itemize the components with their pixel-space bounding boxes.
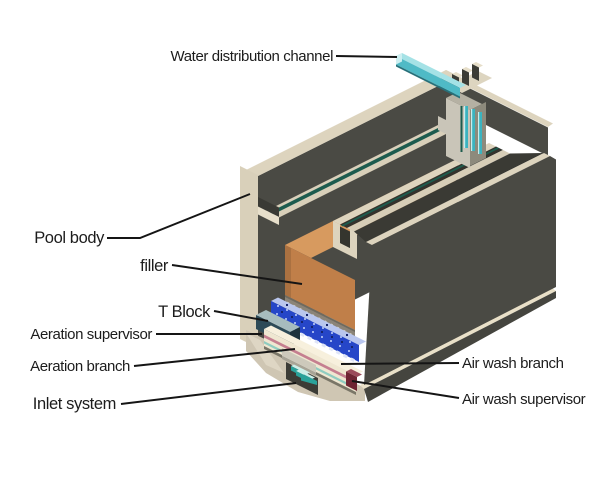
groove-step bbox=[258, 206, 279, 225]
weir-fin-top bbox=[472, 62, 483, 68]
pool-left-cut-face bbox=[240, 166, 279, 348]
leader-pool-body bbox=[107, 193, 251, 239]
trough-right-rim bbox=[347, 150, 510, 232]
down-pipe-highlight bbox=[464, 106, 466, 148]
label-water-channel: Water distribution channel bbox=[171, 48, 334, 65]
inlet-chute bbox=[282, 348, 316, 373]
filler-edge-shade bbox=[285, 245, 291, 298]
t-block-top bbox=[256, 310, 300, 332]
channel-underline bbox=[396, 64, 460, 99]
leader-air-wash-supervisor bbox=[351, 380, 460, 399]
leader-water-channel bbox=[335, 55, 398, 58]
down-pipe bbox=[478, 112, 482, 154]
aeration-layer-top bbox=[271, 297, 366, 345]
aeration-speckles bbox=[276, 305, 351, 352]
aeration-speckles-dark bbox=[281, 304, 353, 348]
weir-fin bbox=[472, 64, 479, 81]
label-aeration-branch: Aeration branch bbox=[30, 358, 130, 375]
aeration-branch-pipe bbox=[264, 334, 356, 384]
trough-left-rim bbox=[333, 143, 496, 225]
inlet-pipe-top bbox=[296, 369, 315, 379]
end-wall-inner-face bbox=[441, 74, 548, 156]
leader-inlet-system bbox=[120, 382, 297, 405]
channel-front bbox=[396, 56, 460, 97]
leader-filler bbox=[171, 264, 303, 285]
trough-water-line bbox=[341, 147, 499, 227]
filler-cut-face bbox=[285, 245, 355, 330]
label-pool-body: Pool body bbox=[34, 229, 105, 247]
leader-t-block bbox=[213, 310, 269, 322]
label-inlet-system: Inlet system bbox=[33, 395, 116, 413]
left-cut-face bbox=[240, 166, 258, 348]
base-slab-dark-band bbox=[364, 291, 556, 402]
inlet-system bbox=[282, 348, 318, 395]
trough-cut-face bbox=[333, 221, 357, 259]
down-pipe-highlight bbox=[471, 109, 473, 151]
inlet-chute-edge bbox=[282, 356, 316, 376]
channel-top bbox=[396, 53, 466, 88]
pipe-slab-top bbox=[264, 325, 363, 375]
trough-cut-interior bbox=[340, 226, 350, 248]
water-distribution-channel bbox=[396, 53, 466, 99]
channel-water-line bbox=[264, 121, 456, 217]
labels: Water distribution channel Pool body fil… bbox=[30, 48, 586, 413]
downpipe-shadow bbox=[460, 106, 463, 152]
trough-wall bbox=[333, 143, 544, 259]
inlet-pipe bbox=[301, 374, 317, 385]
air-wash-header-face bbox=[346, 371, 357, 391]
weir-fin-top bbox=[452, 72, 463, 78]
trough-wall-gap bbox=[354, 153, 544, 242]
label-t-block: T Block bbox=[158, 303, 211, 321]
back-wall-top-rim bbox=[246, 70, 458, 176]
pool-front-wall bbox=[364, 153, 556, 385]
tower-step bbox=[438, 116, 446, 134]
leader-lines bbox=[107, 55, 460, 405]
channel-end-cap bbox=[396, 53, 402, 65]
inlet-pipe-top bbox=[291, 364, 310, 374]
label-aeration-supervisor: Aeration supervisor bbox=[30, 326, 152, 343]
down-pipe bbox=[471, 109, 475, 151]
tower-top bbox=[446, 92, 482, 110]
label-filler: filler bbox=[140, 257, 169, 275]
label-air-wash-branch: Air wash branch bbox=[462, 355, 564, 372]
leader-aeration-branch bbox=[133, 348, 296, 367]
leader-air-wash-branch bbox=[340, 362, 460, 365]
groove-recess bbox=[258, 197, 279, 217]
down-pipe-highlight bbox=[478, 112, 480, 154]
front-wall-top-rim bbox=[366, 153, 550, 245]
air-wash-header-top bbox=[346, 369, 362, 377]
floor-top-line bbox=[285, 295, 355, 332]
front-wall-outer-face bbox=[364, 156, 556, 385]
weir-fin bbox=[462, 69, 469, 86]
label-air-wash-supervisor: Air wash supervisor bbox=[462, 391, 586, 408]
air-wash-supervisor-block bbox=[346, 369, 362, 391]
down-pipe bbox=[464, 106, 468, 148]
aeration-layer bbox=[271, 297, 366, 364]
weir-fin-top bbox=[462, 67, 473, 73]
